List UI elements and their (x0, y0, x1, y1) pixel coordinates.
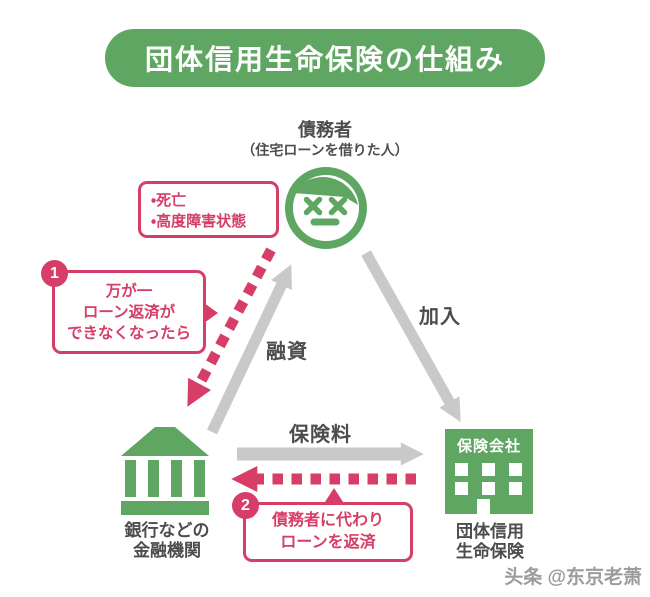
insurer-label: 団体信用 生命保険 (433, 522, 547, 562)
debtor-subtitle: （住宅ローンを借りた人） (241, 142, 409, 158)
bank-icon (121, 427, 209, 515)
condition-line-2: ・高度障害状態 (151, 213, 247, 230)
insurance-building-icon: 保険会社 (445, 429, 533, 514)
premium-label: 保険料 (289, 424, 352, 446)
page-title: 団体信用生命保険の仕組み (144, 44, 505, 75)
loan-arrow (207, 264, 292, 435)
step1-box: 1 万が一 ローン返済が できなくなったら (41, 260, 218, 354)
door-icon (477, 499, 490, 514)
step1-number-badge: 1 (41, 260, 68, 287)
window-icon (482, 463, 495, 476)
insurer-label-line-1: 団体信用 (456, 522, 524, 541)
window-icon (482, 482, 495, 495)
bank-label-line-2: 金融機関 (133, 541, 201, 560)
debtor-face-icon (285, 167, 367, 249)
enrollment-label: 加入 (419, 306, 461, 328)
step1-line-2: ローン返済が (82, 303, 176, 321)
watermark-text: 头条 @东京老萧 (504, 567, 642, 588)
condition-box: ・死亡 ・高度障害状態 (138, 181, 279, 238)
window-icon (455, 482, 468, 495)
enrollment-arrow (361, 250, 461, 423)
window-icon (455, 463, 468, 476)
debtor-title: 債務者 (298, 120, 352, 140)
x-eyes-icon (303, 196, 348, 216)
step2-pointer-icon (323, 488, 345, 505)
insurer-label-line-2: 生命保険 (456, 542, 524, 561)
insurance-building-label: 保険会社 (456, 438, 521, 455)
step1-line-3: できなくなったら (66, 324, 191, 342)
condition-line-1: ・死亡 (151, 192, 187, 209)
window-icon (509, 463, 522, 476)
step1-line-1: 万が一 (105, 282, 153, 300)
step2-line-1: 債務者に代わり (271, 512, 384, 529)
bank-label-line-1: 銀行などの (124, 521, 210, 540)
step2-number-badge: 2 (232, 492, 259, 519)
step2-line-2: ローンを返済 (280, 534, 376, 551)
default-dashed-arrow (187, 247, 276, 407)
title-banner: 団体信用生命保険の仕組み (105, 29, 545, 87)
window-icon (509, 482, 522, 495)
bank-label: 銀行などの 金融機関 (108, 521, 226, 561)
step2-box: 2 債務者に代わり ローンを返済 (232, 488, 413, 562)
hair-shape (293, 177, 358, 205)
step1-pointer-icon (204, 303, 218, 323)
loan-label: 融資 (266, 341, 308, 363)
